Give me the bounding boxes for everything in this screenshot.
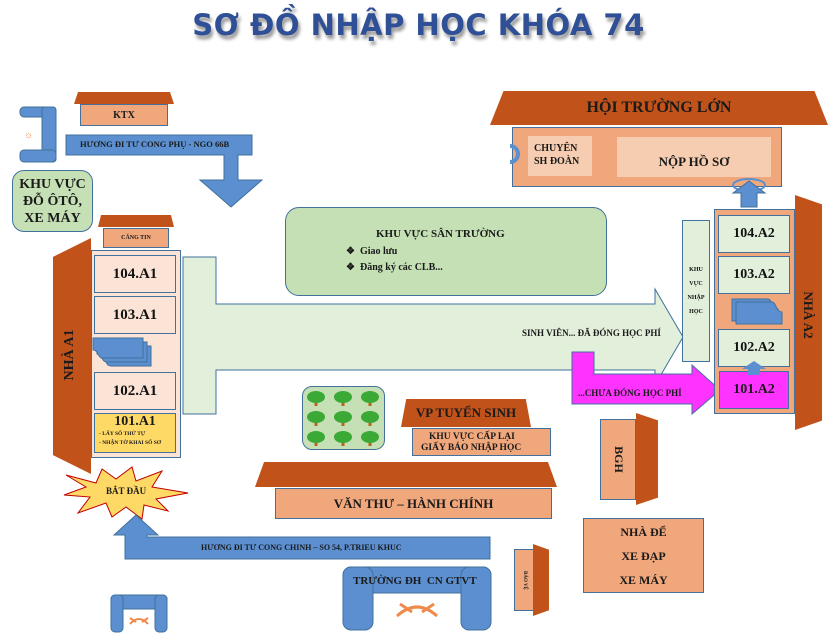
tree-icon [307, 431, 325, 446]
khu-vuc-text: HỌC [689, 309, 703, 315]
nha-de-xe-line: XE MÁY [619, 572, 668, 587]
bao-ve-wall [533, 544, 549, 616]
bullet-icon: ❖ [346, 246, 355, 257]
room-101-a2[interactable]: 101.A2 [719, 371, 789, 409]
room-chuyen-sh-doan[interactable]: CHUYÊN SH ĐOÀN [528, 136, 592, 176]
cang-tin-label: CĂNG TIN [121, 235, 151, 241]
van-thu-roof [255, 462, 557, 487]
vp-tuyen-sinh-label: VP TUYỂN SINH [415, 405, 517, 420]
room-104-a1[interactable]: 104.A1 [94, 255, 176, 293]
nha-a2-label: NHÀ A2 [798, 285, 818, 345]
stairs-a2-icon [731, 298, 783, 325]
room-102-a2[interactable]: 102.A2 [718, 329, 790, 367]
room-101-a1-note: - NHẬN TỜ KHAI SỐ SƠ [99, 440, 162, 446]
nha-de-xe[interactable]: NHÀ ĐỂ XE ĐẠP XE MÁY [583, 518, 704, 593]
tree-icon [334, 411, 352, 426]
stairs-a1-icon [92, 337, 152, 367]
tree-icon [361, 391, 379, 406]
parking-line: ĐỖ ÔTÔ, [22, 193, 83, 209]
khu-vuc-text: NHẬP [687, 295, 705, 301]
ktx-roof [74, 92, 174, 104]
courtyard-item-text: Đăng ký các CLB... [359, 262, 443, 273]
vp-tuyen-sinh-roof: VP TUYỂN SINH [401, 399, 531, 427]
nha-a1-wall [53, 238, 91, 474]
khu-vuc-text: KHU [689, 267, 703, 273]
courtyard-item-text: Giao lưu [359, 246, 398, 257]
room-101-a1[interactable]: 101.A1 - LẤY SỐ THỨ TỰ - NHẬN TỜ KHAI SỐ… [94, 413, 176, 453]
tree-icon [361, 411, 379, 426]
room-101-a1-note: - LẤY SỐ THỨ TỰ [99, 431, 146, 437]
room-101-a1-label: 101.A1 [114, 414, 156, 429]
route-top-arrow [65, 134, 264, 208]
ktx-building: KTX [80, 104, 168, 126]
nha-a1-label: NHÀ A1 [60, 325, 80, 385]
nha-a1-text: NHÀ A1 [62, 329, 77, 381]
up-arrow-icon [731, 178, 767, 208]
courtyard-title: KHU VỰC SÂN TRƯỜNG [376, 228, 505, 240]
room-102-a1[interactable]: 102.A1 [94, 372, 176, 410]
tree-icon [334, 431, 352, 446]
hoi-truong-roof: HỘI TRƯỜNG LỚN [490, 91, 828, 125]
parking-line: KHU VỰC [19, 176, 86, 192]
room-104-a2[interactable]: 104.A2 [718, 215, 790, 253]
room-nop-ho-so[interactable]: NỘP HỒ SƠ [617, 137, 771, 177]
parking-area: KHU VỰC ĐỖ ÔTÔ, XE MÁY [12, 170, 93, 232]
page-title: SƠ ĐỒ NHẬP HỌC KHÓA 74 [192, 8, 645, 42]
room-label: SH ĐOÀN [534, 156, 580, 167]
nha-a2-wall [795, 195, 822, 430]
khu-vuc-nhap-hoc[interactable]: KHU VỰC NHẬP HỌC [682, 220, 710, 362]
room-103-a1[interactable]: 103.A1 [94, 296, 176, 334]
courtyard-item: ❖ Đăng ký các CLB... [346, 262, 443, 273]
courtyard-area: KHU VỰC SÂN TRƯỜNG ❖ Giao lưu ❖ Đăng ký … [285, 207, 607, 296]
vp-sub-line: KHU VỰC CẤP LẠI [429, 432, 515, 442]
van-thu-label: VĂN THƯ – HÀNH CHÍNH [333, 495, 494, 511]
bgh-label: BGH [611, 446, 626, 473]
bullet-icon: ❖ [346, 262, 355, 273]
tree-icon [361, 431, 379, 446]
parking-line: XE MÁY [24, 210, 81, 226]
tree-icon [307, 391, 325, 406]
start-burst-icon [63, 466, 189, 520]
side-gate-icon: ☼ [19, 106, 57, 163]
unpaid-flow-arrow [571, 351, 721, 416]
nha-a2-text: NHÀ A2 [801, 291, 816, 339]
svg-text:☼: ☼ [24, 130, 33, 141]
van-thu-building[interactable]: VĂN THƯ – HÀNH CHÍNH [275, 488, 552, 519]
vp-sub-line: GIẤY BÁO NHẬP HỌC [421, 443, 522, 453]
main-gate-icon [342, 566, 492, 631]
vp-tuyen-sinh-building[interactable]: KHU VỰC CẤP LẠI GIẤY BÁO NHẬP HỌC [412, 428, 551, 456]
tree-icon [334, 391, 352, 406]
nha-de-xe-line: XE ĐẠP [621, 548, 666, 563]
paid-flow-arrow [182, 256, 684, 415]
hoi-truong-label: HỘI TRƯỜNG LỚN [586, 99, 732, 116]
door-icon [509, 144, 520, 164]
room-103-a2[interactable]: 103.A2 [718, 256, 790, 294]
courtyard-item: ❖ Giao lưu [346, 246, 397, 257]
up-arrow-icon [742, 361, 766, 375]
paid-label: SINH VIÊN... ĐÃ ĐÓNG HỌC PHÍ [522, 328, 661, 338]
route-bottom-arrow [112, 514, 491, 560]
route-bottom-label: HƯƠNG ĐI TƯ CONG CHINH – SO 54, P.TRIEU … [201, 543, 402, 552]
nop-ho-so-label: NỘP HỒ SƠ [658, 154, 730, 169]
tree-icon [307, 411, 325, 426]
room-label: CHUYÊN [534, 143, 578, 154]
bao-ve-building[interactable]: BẢO VỆ [514, 549, 534, 611]
trees-icon [307, 391, 379, 446]
bgh-building[interactable]: BGH [600, 419, 636, 500]
bgh-wall [636, 413, 658, 505]
nha-de-xe-line: NHÀ ĐỂ [620, 524, 667, 539]
route-top-label: HƯƠNG ĐI TƯ CONG PHỤ - NGO 66B [80, 139, 230, 149]
cang-tin-roof [98, 215, 174, 227]
khu-vuc-text: VỰC [689, 281, 703, 287]
bao-ve-label: BẢO VỆ [521, 570, 527, 590]
start-label: BẮT ĐẦU [106, 486, 147, 496]
main-gate-label: TRƯỜNG ĐH CN GTVT [353, 575, 477, 587]
ktx-label: KTX [113, 109, 135, 121]
unpaid-label: ...CHƯA ĐÓNG HỌC PHÍ [578, 388, 682, 398]
small-gate-icon [110, 594, 168, 633]
cang-tin-building: CĂNG TIN [103, 228, 169, 248]
